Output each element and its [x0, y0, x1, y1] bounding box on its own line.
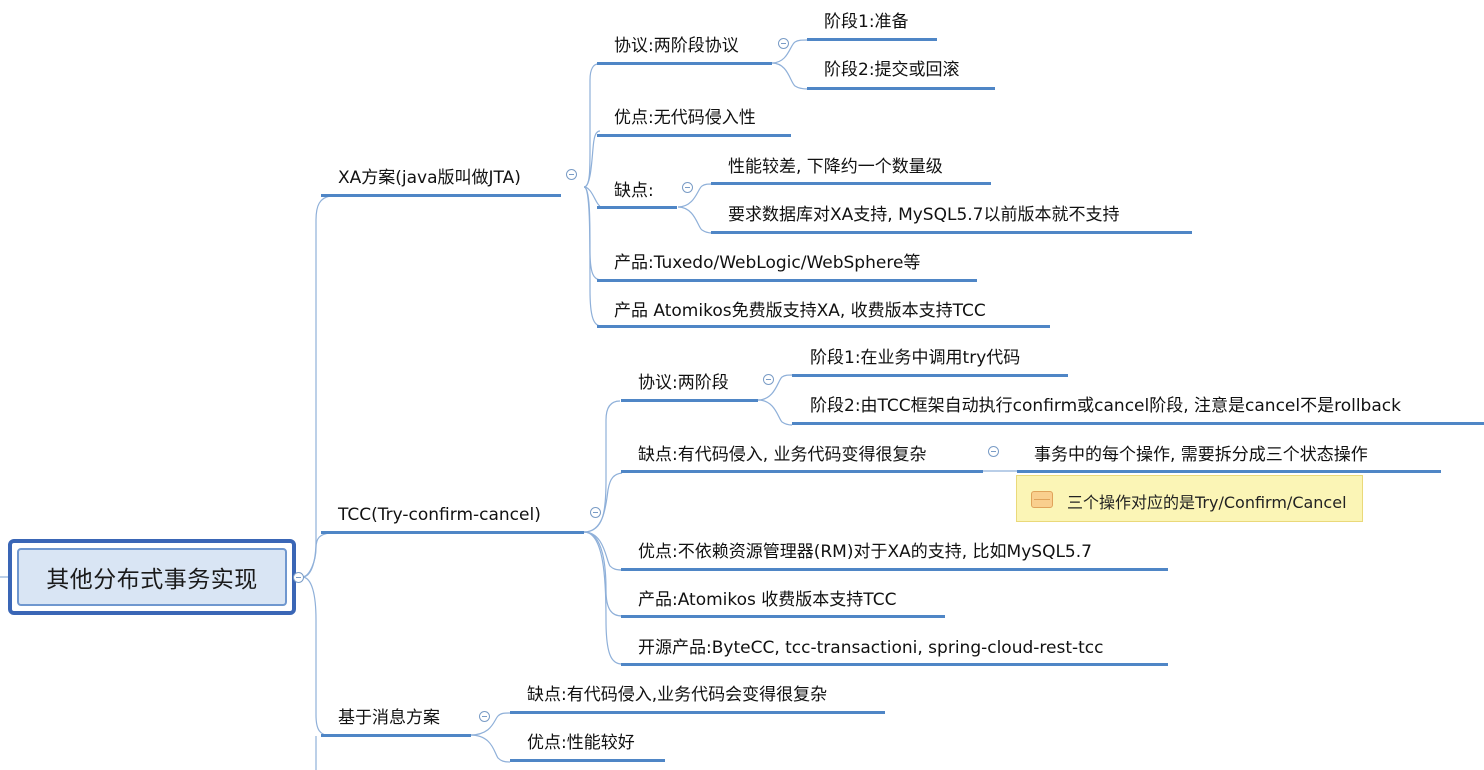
topic-xa-products1[interactable]: 产品:Tuxedo/WebLogic/WebSphere等: [614, 253, 921, 273]
topic-xa-dis-item2-underline: [711, 231, 1192, 234]
topic-message-disadvantage-underline: [510, 711, 885, 714]
topic-xa-underline: [321, 194, 561, 197]
topic-xa-advantage-underline: [597, 134, 791, 137]
topic-note[interactable]: 三个操作对应的是Try/Confirm/Cancel: [1016, 475, 1363, 522]
topic-tcc[interactable]: TCC(Try-confirm-cancel): [338, 505, 541, 525]
topic-xa-dis-item2[interactable]: 要求数据库对XA支持, MySQL5.7以前版本就不支持: [728, 205, 1120, 225]
topic-xa-dis-item1-underline: [711, 182, 991, 185]
topic-xa-phase1-underline: [807, 38, 937, 41]
topic-tcc-advantage[interactable]: 优点:不依赖资源管理器(RM)对于XA的支持, 比如MySQL5.7: [638, 542, 1092, 562]
topic-xa-products2[interactable]: 产品 Atomikos免费版支持XA, 收费版本支持TCC: [614, 301, 986, 321]
topic-message-underline: [321, 734, 471, 737]
topic-tcc-opensource-underline: [621, 663, 1168, 666]
topic-xa-products2-underline: [597, 325, 1050, 328]
topic-xa-products1-underline: [597, 279, 977, 282]
topic-tcc-products[interactable]: 产品:Atomikos 收费版本支持TCC: [638, 590, 897, 610]
collapse-minus-icon[interactable]: [293, 572, 304, 583]
topic-tcc-phase2-underline: [792, 422, 1484, 425]
root-topic[interactable]: 其他分布式事务实现: [8, 539, 296, 615]
topic-xa-phase2-underline: [807, 87, 995, 90]
topic-tcc-advantage-underline: [621, 568, 1168, 571]
note-text: 三个操作对应的是Try/Confirm/Cancel: [1067, 493, 1347, 512]
topic-message-advantage-underline: [510, 759, 665, 762]
topic-xa-phase2[interactable]: 阶段2:提交或回滚: [824, 60, 960, 80]
topic-xa-protocol-underline: [597, 62, 772, 65]
collapse-minus-icon[interactable]: [763, 374, 774, 385]
collapse-minus-icon[interactable]: [566, 169, 577, 180]
topic-xa-phase1[interactable]: 阶段1:准备: [824, 12, 909, 32]
root-topic-inner: 其他分布式事务实现: [17, 548, 287, 606]
topic-tcc-phase1-underline: [792, 374, 1068, 377]
topic-tcc-underline: [321, 531, 584, 534]
topic-tcc-dis-item1-underline: [1017, 470, 1441, 473]
topic-tcc-products-underline: [621, 615, 945, 618]
topic-xa-disadvantage-underline: [597, 206, 677, 209]
topic-message-disadvantage[interactable]: 缺点:有代码侵入,业务代码会变得很复杂: [527, 685, 828, 705]
topic-xa-protocol[interactable]: 协议:两阶段协议: [614, 36, 739, 56]
topic-xa[interactable]: XA方案(java版叫做JTA): [338, 168, 521, 188]
root-topic-label: 其他分布式事务实现: [46, 567, 258, 593]
topic-tcc-phase2[interactable]: 阶段2:由TCC框架自动执行confirm或cancel阶段, 注意是cance…: [810, 396, 1401, 416]
topic-tcc-protocol[interactable]: 协议:两阶段: [638, 373, 729, 393]
collapse-minus-icon[interactable]: [778, 38, 789, 49]
collapse-minus-icon[interactable]: [590, 507, 601, 518]
collapse-minus-icon[interactable]: [479, 711, 490, 722]
collapse-minus-icon[interactable]: [988, 446, 999, 457]
topic-tcc-disadvantage-underline: [621, 470, 983, 473]
topic-tcc-opensource[interactable]: 开源产品:ByteCC, tcc-transactioni, spring-cl…: [638, 638, 1104, 658]
topic-tcc-disadvantage[interactable]: 缺点:有代码侵入, 业务代码变得很复杂: [638, 445, 927, 465]
collapse-minus-icon[interactable]: [682, 182, 693, 193]
topic-xa-advantage[interactable]: 优点:无代码侵入性: [614, 108, 756, 128]
topic-message-advantage[interactable]: 优点:性能较好: [527, 733, 635, 753]
topic-tcc-protocol-underline: [621, 399, 758, 402]
topic-xa-disadvantage[interactable]: 缺点:: [614, 181, 654, 201]
note-icon: [1031, 491, 1053, 508]
topic-tcc-dis-item1[interactable]: 事务中的每个操作, 需要拆分成三个状态操作: [1034, 445, 1368, 465]
topic-xa-dis-item1[interactable]: 性能较差, 下降约一个数量级: [728, 157, 943, 177]
topic-tcc-phase1[interactable]: 阶段1:在业务中调用try代码: [810, 348, 1021, 368]
topic-message[interactable]: 基于消息方案: [338, 708, 440, 728]
